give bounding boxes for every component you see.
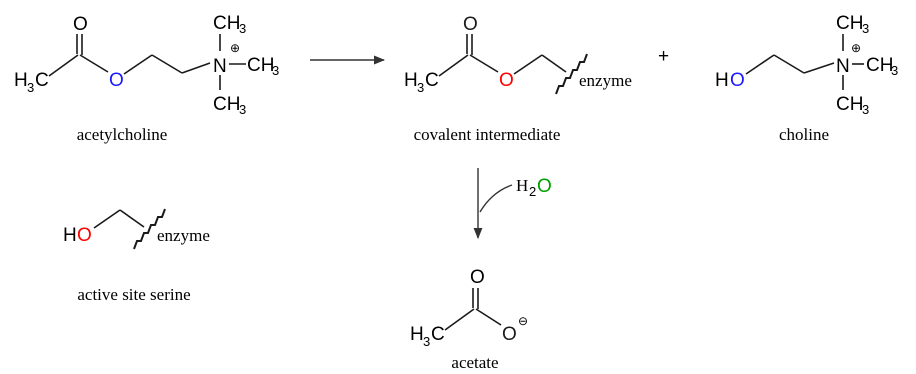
enzyme-attachment-bond — [555, 53, 588, 95]
choline-methyl-bottom: CH — [836, 94, 863, 115]
acetylcholine-methyl-right-subscript: 3 — [272, 63, 279, 78]
water-attack-arrow — [479, 184, 513, 213]
acetylcholine-structure: H 3 C O O N ⊕ CH 3 CH 3 CH 3 — [14, 13, 279, 117]
covalent-intermediate-label: covalent intermediate — [414, 125, 561, 144]
water-oxygen: O — [537, 176, 552, 197]
choline-methyl-right: CH — [866, 55, 893, 76]
intermediate-carbonyl-oxygen: O — [463, 14, 478, 35]
intermediate-enzyme-label: enzyme — [579, 71, 632, 90]
intermediate-methyl-subscript: 3 — [417, 80, 424, 95]
acetylcholine-methyl-h: H — [14, 70, 28, 91]
bond — [123, 54, 153, 75]
bond — [773, 54, 805, 74]
bond — [745, 54, 775, 75]
choline-methyl-bottom-subscript: 3 — [862, 102, 869, 117]
covalent-intermediate-structure: H 3 C O O enzyme — [404, 14, 632, 95]
serine-oxygen: O — [77, 225, 92, 246]
bond — [438, 54, 469, 77]
bond — [79, 54, 109, 73]
acetylcholine-nitrogen: N — [213, 56, 227, 77]
acetylcholine-methyl-bottom-subscript: 3 — [239, 102, 246, 117]
acetylcholine-methyl-bottom: CH — [213, 94, 240, 115]
bond — [151, 54, 183, 74]
acetylcholine-methyl-top-subscript: 3 — [239, 21, 246, 36]
water-molecule: H 2 O — [516, 176, 552, 199]
bond — [803, 62, 835, 74]
bond — [475, 308, 502, 326]
acetylcholine-methyl-c: C — [35, 70, 49, 91]
water-subscript: 2 — [529, 184, 536, 199]
choline-methyl-top: CH — [836, 13, 863, 34]
acetylcholine-positive-charge: ⊕ — [230, 41, 240, 55]
plus-sign: + — [658, 46, 669, 67]
choline-hydroxyl-oxygen: O — [730, 70, 745, 91]
acetate-label: acetate — [451, 353, 498, 372]
intermediate-methyl-h: H — [404, 70, 418, 91]
bond — [119, 209, 145, 228]
water-hydrogen: H — [516, 176, 528, 195]
choline-structure: H O N ⊕ CH 3 CH 3 CH 3 — [715, 13, 898, 117]
intermediate-methyl-c: C — [425, 70, 439, 91]
acetylcholine-methyl-top: CH — [213, 13, 240, 34]
serine-label: active site serine — [77, 285, 190, 304]
acetate-methyl-subscript: 3 — [423, 334, 430, 349]
acetylcholine-carbonyl-oxygen: O — [73, 14, 88, 35]
acetylcholine-methyl-subscript: 3 — [27, 80, 34, 95]
choline-hydroxyl-h: H — [715, 70, 729, 91]
acetate-structure: H 3 C O O ⊖ — [410, 267, 528, 349]
acetylcholine-methyl-right: CH — [247, 55, 274, 76]
bond — [541, 54, 567, 73]
serine-enzyme-label: enzyme — [157, 226, 210, 245]
bond — [48, 54, 79, 77]
acetylcholine-label: acetylcholine — [77, 125, 168, 144]
choline-methyl-right-subscript: 3 — [891, 63, 898, 78]
serine-hydrogen: H — [63, 225, 77, 246]
intermediate-ester-oxygen: O — [499, 70, 514, 91]
acetate-methyl-c: C — [431, 324, 445, 345]
choline-methyl-top-subscript: 3 — [862, 21, 869, 36]
bond — [444, 308, 475, 331]
enzyme-attachment-bond — [133, 208, 166, 250]
acetylcholine-ester-oxygen: O — [109, 70, 124, 91]
bond — [469, 54, 499, 73]
acetate-negative-charge: ⊖ — [518, 314, 528, 328]
bond — [181, 62, 211, 74]
choline-positive-charge: ⊕ — [851, 41, 861, 55]
bond — [513, 54, 543, 75]
acetate-methyl-h: H — [410, 324, 424, 345]
bond — [93, 209, 121, 229]
choline-label: choline — [779, 125, 829, 144]
acetate-anion-oxygen: O — [502, 324, 517, 345]
choline-nitrogen: N — [836, 56, 850, 77]
serine-structure: H O enzyme — [63, 208, 210, 250]
acetate-carbonyl-oxygen: O — [470, 267, 485, 288]
